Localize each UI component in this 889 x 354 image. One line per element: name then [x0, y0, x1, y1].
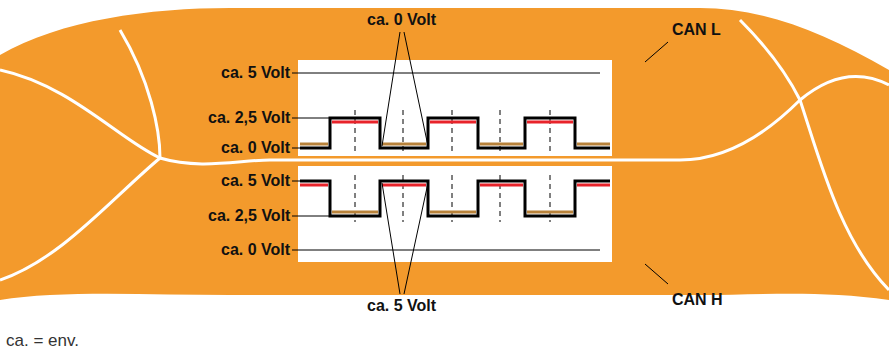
wire-name: CAN H: [672, 292, 723, 308]
level-lines: [292, 73, 600, 250]
level-label: ca. 2,5 Volt: [208, 110, 290, 126]
voltage-callout: ca. 0 Volt: [367, 12, 436, 28]
level-label: ca. 0 Volt: [221, 242, 290, 258]
leader-lines: [382, 32, 668, 294]
voltage-callout: ca. 5 Volt: [367, 298, 436, 314]
wire-name: CAN L: [672, 22, 721, 38]
twisted-pair: [0, 8, 889, 300]
bit-sample-lines: [355, 110, 550, 222]
signal-traces: [300, 118, 610, 216]
level-label: ca. 2,5 Volt: [208, 208, 290, 224]
wire-body: [0, 8, 889, 300]
caption-note: ca. = env.: [6, 332, 79, 349]
level-label: ca. 0 Volt: [221, 140, 290, 156]
can-h-panel: [298, 166, 612, 262]
can-l-panel: [298, 60, 612, 156]
level-label: ca. 5 Volt: [221, 173, 290, 189]
level-label: ca. 5 Volt: [221, 65, 290, 81]
twist-lines: [0, 20, 889, 290]
level-highlights: [300, 122, 610, 212]
